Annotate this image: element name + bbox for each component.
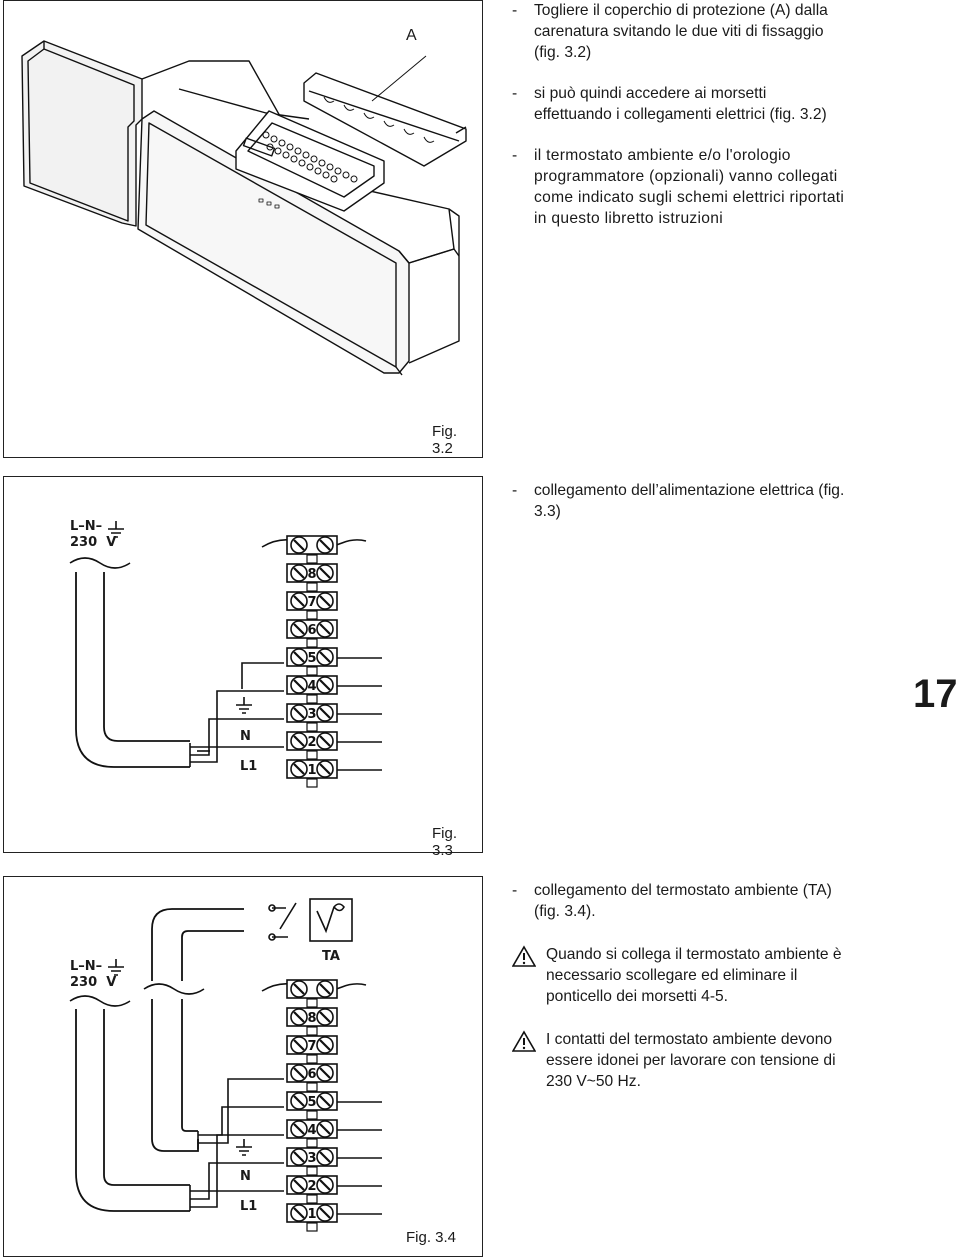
instructions-block-2: -collegamento dell’alimentazione elettri… (512, 480, 847, 542)
terminal-number: 1 (307, 763, 316, 778)
connector (306, 638, 318, 648)
terminal-number: 3 (307, 707, 316, 722)
connector (306, 1026, 318, 1036)
supply-label: L–N– (70, 959, 103, 974)
terminal-row: 8 (286, 1007, 338, 1027)
connector (306, 722, 318, 732)
callout-a: A (406, 27, 417, 44)
terminal-row: 2 (286, 1175, 338, 1195)
boiler-housing-drawing (21, 40, 467, 376)
connector (306, 1194, 318, 1204)
terminal-number: 7 (307, 1039, 316, 1054)
connector (306, 1138, 318, 1148)
figure-3-2: A Fig. 3.2 (3, 0, 483, 458)
connector (306, 1110, 318, 1120)
connector (306, 1166, 318, 1176)
line-label: L1 (240, 1199, 258, 1214)
warning-icon (512, 1030, 536, 1052)
instructions-block-1: -Togliere il coperchio di protezione (A)… (512, 0, 847, 249)
warning-note: Quando si collega il termostato ambiente… (512, 944, 852, 1007)
supply-voltage-label: 230 V (70, 535, 117, 550)
terminal-row: 5 (286, 1091, 338, 1111)
neutral-label: N (240, 729, 251, 744)
terminal-row: 7 (286, 591, 338, 611)
power-wiring-diagram: 8 7 6 5 4 3 2 1 (69, 521, 382, 788)
figure-caption: Fig. 3.3 (432, 825, 458, 859)
instruction-item: -Togliere il coperchio di protezione (A)… (512, 2, 828, 61)
terminal-strip: 8 7 6 5 4 3 2 1 (286, 535, 338, 788)
terminal-row: 4 (286, 1119, 338, 1139)
connector (306, 610, 318, 620)
terminal-row (286, 535, 338, 555)
terminal-number: 7 (307, 595, 316, 610)
connector (306, 998, 318, 1008)
terminal-row: 4 (286, 675, 338, 695)
line-label: L1 (240, 759, 258, 774)
warning-icon (512, 945, 536, 967)
terminal-row: 5 (286, 647, 338, 667)
terminal-row: 3 (286, 1147, 338, 1167)
connector (306, 778, 318, 788)
instruction-item: -il termostato ambiente e/o l'orologio p… (512, 147, 845, 227)
connector (306, 582, 318, 592)
connector (306, 694, 318, 704)
instruction-item: -collegamento del termostato ambiente (T… (512, 882, 832, 920)
terminal-row: 1 (286, 1203, 338, 1223)
terminal-number: 2 (307, 1179, 316, 1194)
neutral-label: N (240, 1169, 251, 1184)
terminal-number: 8 (307, 1011, 316, 1026)
thermostat-label: TA (322, 949, 340, 964)
terminal-row: 3 (286, 703, 338, 723)
connector (306, 1054, 318, 1064)
connector (306, 1222, 318, 1232)
connector (306, 666, 318, 676)
terminal-number: 4 (307, 679, 316, 694)
terminal-row: 6 (286, 1063, 338, 1083)
terminal-number: 6 (307, 1067, 316, 1082)
instructions-block-3: -collegamento del termostato ambiente (T… (512, 880, 852, 1112)
figure-3-3: 8 7 6 5 4 3 2 1 L–N– 230 V N L1 Fig. 3.3 (3, 476, 483, 859)
connector (306, 750, 318, 760)
terminal-row: 7 (286, 1035, 338, 1055)
page-number: 17 (913, 672, 958, 716)
terminal-number: 1 (307, 1207, 316, 1222)
terminal-number: 3 (307, 1151, 316, 1166)
terminal-number: 2 (307, 735, 316, 750)
terminal-number: 8 (307, 567, 316, 582)
terminal-row (286, 979, 338, 999)
connector (306, 1082, 318, 1092)
connector (306, 554, 318, 564)
terminal-row: 2 (286, 731, 338, 751)
terminal-strip: 8 7 6 5 4 3 2 1 (286, 979, 338, 1232)
figure-3-4: 8 7 6 5 4 3 2 1 TA L–N– 230 V N L1 Fig. 3.4 (3, 876, 483, 1257)
instruction-item: -si può quindi accedere ai morsetti effe… (512, 85, 827, 123)
terminal-number: 5 (307, 1095, 316, 1110)
figure-caption: Fig. 3.4 (406, 1229, 457, 1246)
warning-note: I contatti del termostato ambiente devon… (512, 1029, 852, 1092)
thermostat-wiring-diagram: 8 7 6 5 4 3 2 1 (69, 898, 382, 1232)
terminal-number: 5 (307, 651, 316, 666)
terminal-row: 6 (286, 619, 338, 639)
instruction-item: -collegamento dell’alimentazione elettri… (512, 482, 845, 520)
terminal-number: 4 (307, 1123, 316, 1138)
supply-label: L–N– (70, 519, 103, 534)
terminal-number: 6 (307, 623, 316, 638)
terminal-row: 1 (286, 759, 338, 779)
terminal-row: 8 (286, 563, 338, 583)
figure-caption: Fig. 3.2 (432, 423, 458, 457)
supply-voltage-label: 230 V (70, 975, 117, 990)
